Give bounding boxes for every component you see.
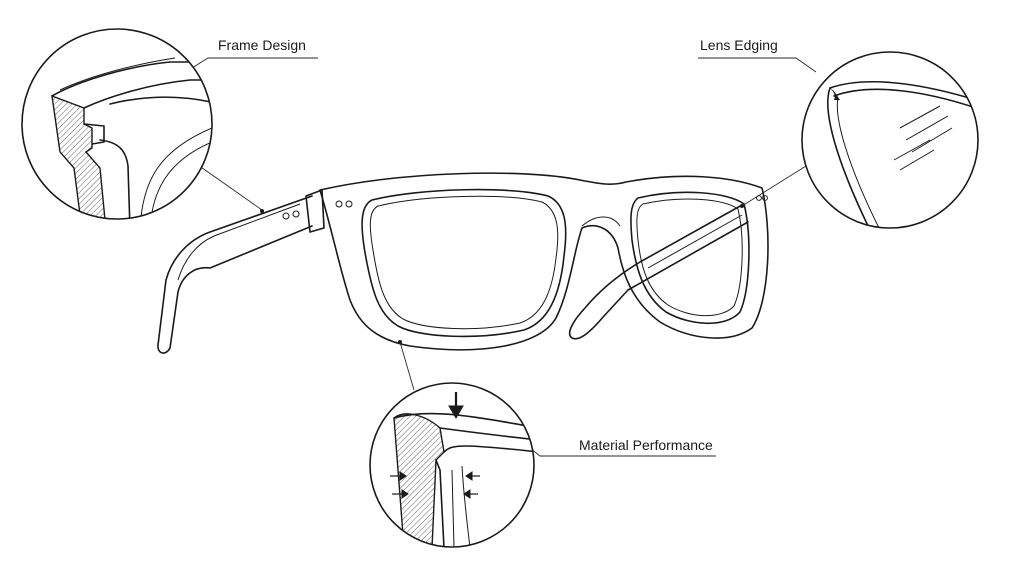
far-temple-arm (568, 204, 749, 340)
frame-design-detail (21, 28, 213, 220)
lens-edging-label: Lens Edging (700, 37, 778, 53)
force-arrows (390, 392, 480, 499)
frame-design-leader (191, 57, 318, 69)
left-lens (361, 188, 567, 338)
material-performance-detail (369, 382, 535, 548)
lens-edging-leader (698, 57, 817, 73)
leader-lines (191, 57, 817, 457)
material-performance-label: Material Performance (579, 437, 713, 453)
frame-design-label: Frame Design (218, 37, 306, 53)
left-hinge (305, 189, 325, 233)
right-lens (630, 191, 750, 325)
lens-edging-detail (801, 51, 979, 229)
near-temple-arm (157, 195, 313, 354)
front-frame (319, 172, 769, 351)
glasses-main-drawing (157, 172, 769, 354)
